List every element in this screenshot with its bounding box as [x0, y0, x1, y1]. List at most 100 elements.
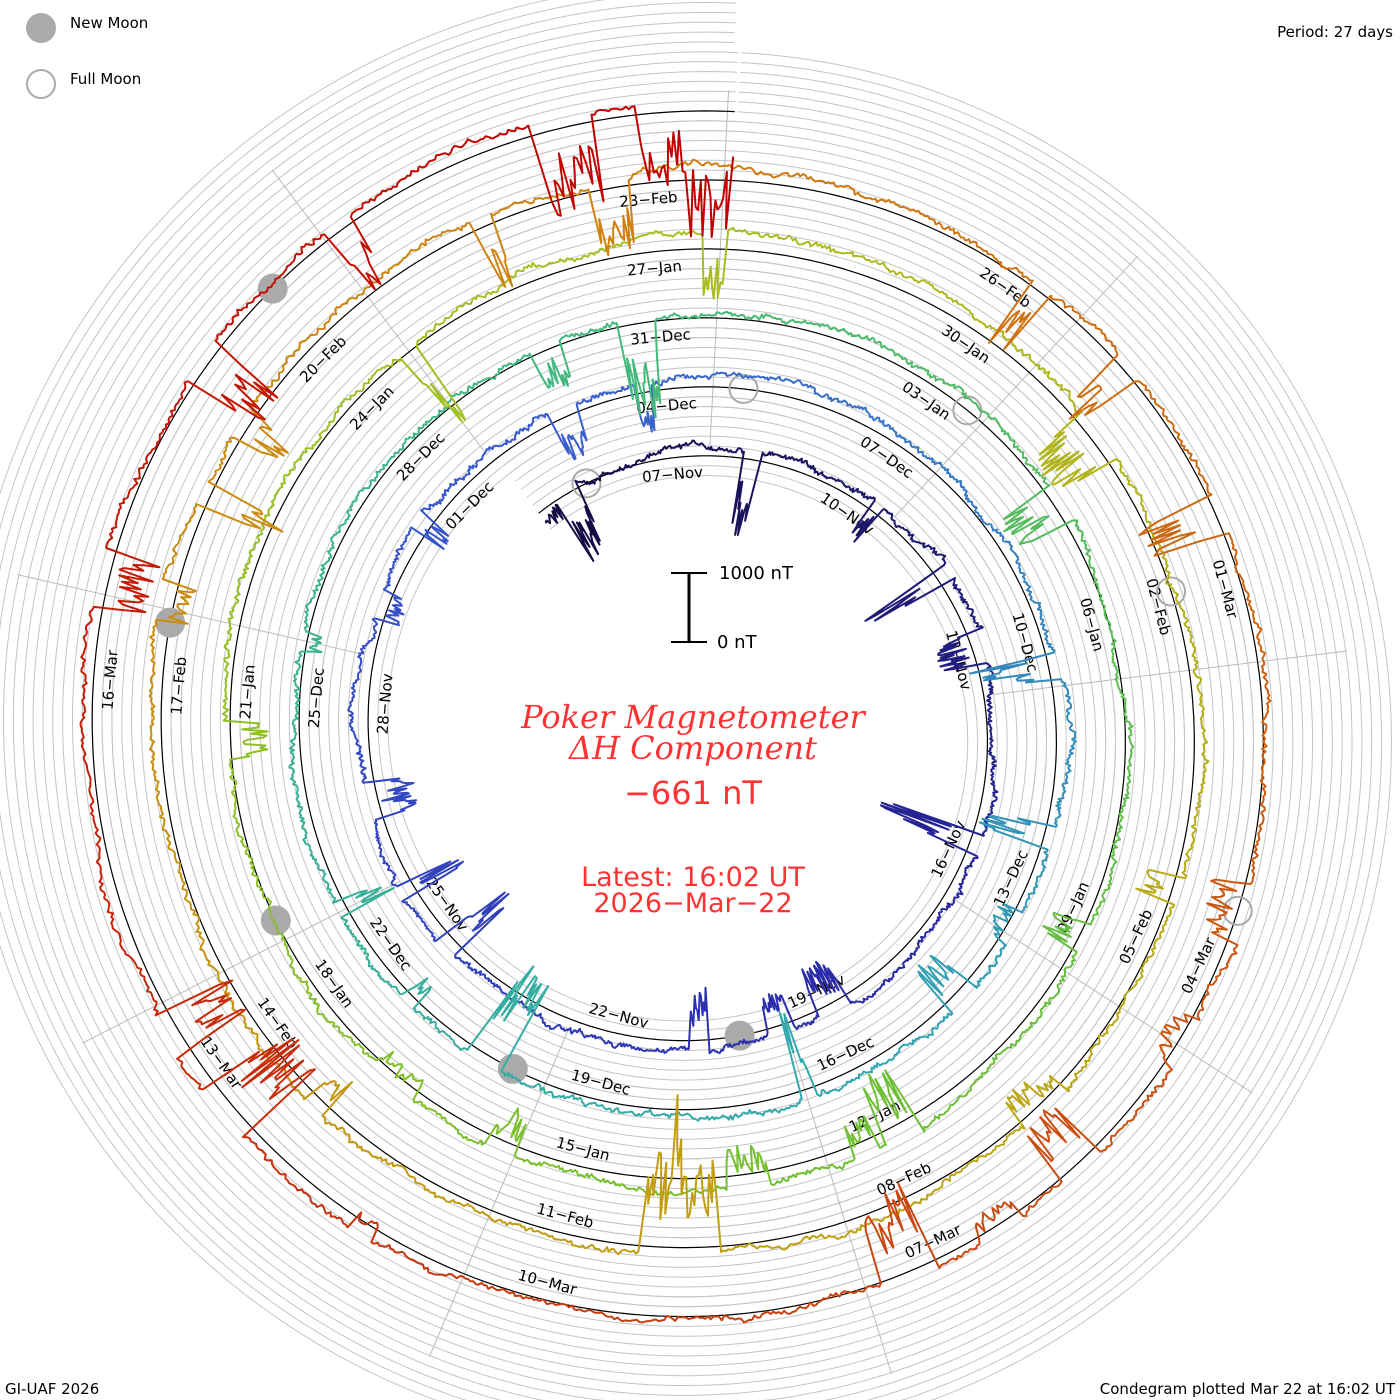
trace-segment — [1065, 705, 1074, 730]
trace-segment — [150, 753, 160, 787]
trace-segment — [893, 1042, 914, 1058]
trace-segment — [609, 1315, 646, 1324]
trace-segment — [1121, 1100, 1146, 1129]
trace-segment — [659, 1094, 689, 1221]
trace-segment — [322, 871, 333, 896]
trace-segment — [360, 368, 382, 393]
trace-segment — [839, 399, 863, 410]
date-label: 16−Mar — [98, 648, 121, 710]
trace-segment — [588, 391, 610, 403]
trace-segment — [513, 423, 532, 441]
trace-segment — [892, 960, 906, 978]
trace-segment — [228, 753, 251, 784]
trace-segment — [1015, 557, 1026, 581]
trace-segment — [854, 487, 872, 500]
trace-segment — [965, 602, 976, 621]
trace-segment — [612, 171, 639, 250]
trace-segment — [282, 454, 304, 478]
trace-segment — [361, 774, 415, 792]
trace-segment — [1053, 379, 1075, 404]
trace-segment — [1150, 531, 1166, 560]
trace-segment — [602, 1039, 623, 1049]
trace-segment — [1126, 476, 1143, 505]
trace-segment — [958, 867, 968, 888]
trace-segment — [288, 730, 298, 756]
trace-segment — [961, 389, 982, 412]
trace-segment — [371, 617, 400, 636]
trace-segment — [1116, 810, 1124, 838]
trace-segment — [248, 1027, 268, 1057]
trace-segment — [1238, 573, 1252, 608]
trace-segment — [1058, 960, 1074, 986]
trace-segment — [103, 897, 119, 934]
trace-segment — [149, 621, 158, 656]
trace-segment — [1068, 380, 1150, 420]
new-moon-marker — [155, 607, 186, 638]
trace-segment — [1249, 606, 1263, 641]
trace-segment — [894, 524, 911, 537]
trace-segment — [832, 1078, 855, 1092]
trace-segment — [1055, 796, 1065, 819]
trace-segment — [748, 1242, 783, 1251]
trace-segment — [986, 707, 993, 727]
trace-segment — [1195, 675, 1204, 708]
trace-segment — [374, 459, 390, 482]
trace-segment — [1126, 758, 1132, 786]
trace-segment — [1107, 863, 1116, 891]
trace-segment — [207, 468, 284, 533]
trace-segment — [385, 598, 405, 624]
trace-segment — [452, 1125, 477, 1143]
trace-segment — [760, 233, 792, 241]
trace-segment — [530, 413, 563, 443]
grid-spiral — [42, 61, 1314, 1367]
trace-segment — [878, 976, 894, 990]
trace-segment — [1042, 925, 1078, 962]
radial-spoke — [17, 574, 365, 656]
trace-segment — [989, 523, 1005, 543]
trace-segment — [558, 333, 573, 387]
trace-segment — [969, 641, 1056, 675]
chart-title: Poker Magnetometer — [520, 698, 866, 736]
trace-segment — [974, 506, 991, 526]
trace-segment — [500, 1219, 532, 1232]
trace-segment — [148, 687, 156, 723]
trace-segment — [938, 378, 964, 391]
trace-segment — [709, 156, 735, 238]
trace-segment — [1042, 1075, 1078, 1093]
footer-plot-time: Condegram plotted Mar 22 at 16:02 UT — [1099, 1380, 1395, 1398]
trace-segment — [425, 316, 451, 334]
trace-segment — [395, 535, 408, 556]
date-label: 25−Dec — [305, 667, 328, 729]
trace-segment — [214, 334, 279, 411]
trace-segment — [401, 859, 464, 908]
trace-segment — [171, 849, 184, 882]
grid-spiral — [0, 2, 1373, 1400]
trace-segment — [872, 197, 907, 209]
trace-segment — [537, 1083, 558, 1099]
trace-segment — [720, 310, 747, 320]
trace-segment — [1153, 916, 1169, 946]
trace-segment — [309, 851, 325, 873]
trace-segment — [447, 475, 466, 490]
trace-segment — [454, 907, 505, 965]
trace-segment — [350, 672, 360, 694]
trace-segment — [217, 307, 245, 336]
grid-spiral — [3, 21, 1353, 1400]
trace-segment — [250, 864, 264, 892]
trace-segment — [293, 682, 301, 709]
trace-segment — [939, 619, 984, 652]
trace-segment — [388, 249, 417, 271]
trace-segment — [599, 105, 643, 147]
trace-segment — [404, 424, 425, 442]
date-label: 21−Jan — [236, 664, 259, 720]
trace-segment — [689, 439, 708, 451]
trace-segment — [884, 508, 897, 525]
trace-segment — [609, 1180, 638, 1192]
trace-segment — [955, 1222, 981, 1260]
trace-segment — [1028, 1006, 1045, 1030]
trace-segment — [577, 479, 596, 486]
grid-spiral — [32, 51, 1323, 1377]
trace-segment — [1003, 1195, 1043, 1217]
trace-segment — [1025, 882, 1039, 904]
